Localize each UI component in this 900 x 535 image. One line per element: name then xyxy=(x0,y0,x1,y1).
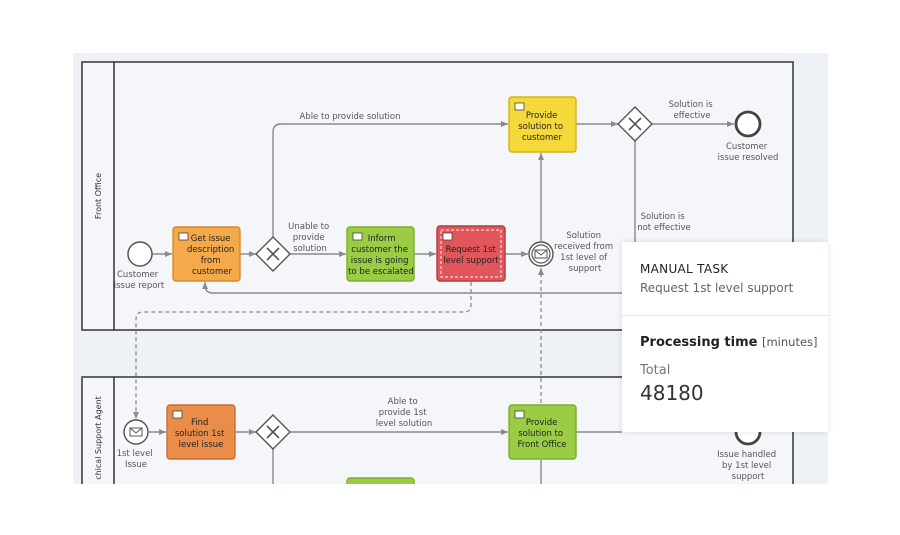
sequence-flows-support xyxy=(149,429,622,484)
task-provide-solution-to-front-office[interactable]: Provide solution to Front Office xyxy=(508,404,577,460)
label-able-to-provide: Able to provide solution xyxy=(299,112,400,122)
task-get-issue-description[interactable]: Get issue description from customer xyxy=(172,226,241,282)
manual-task-icon xyxy=(442,232,453,241)
message-flows xyxy=(133,268,544,419)
exclusive-gateway-support[interactable] xyxy=(255,414,291,450)
label-customer-issue-report: Customer issue report xyxy=(114,270,165,291)
manual-task-icon xyxy=(172,410,183,419)
svg-text:Get issue description: Get issue description from customer xyxy=(187,234,237,277)
tooltip-total-value: 48180 xyxy=(640,381,704,405)
task-request-1st-level-support[interactable]: Request 1st level support xyxy=(436,225,506,282)
tooltip-task-type: MANUAL TASK xyxy=(640,262,729,276)
manual-task-icon xyxy=(514,410,525,419)
manual-task-icon xyxy=(514,102,525,111)
label-customer-issue-resolved: Customer issue resolved xyxy=(718,142,779,163)
lane-label-front-office: Front Office xyxy=(94,173,103,219)
task-inform-customer[interactable]: Inform customer the issue is going to be… xyxy=(346,226,415,282)
manual-task-icon xyxy=(352,232,363,241)
selection-outline xyxy=(440,229,502,278)
lane-label-support-agent: chical Support Agent xyxy=(94,396,103,480)
canvas-bottom-margin xyxy=(73,484,828,535)
label-unable-to-provide: Unable to provide solution xyxy=(288,222,332,254)
task-info-tooltip: MANUAL TASK Request 1st level support Pr… xyxy=(622,242,828,432)
label-able-to-provide-1st: Able to provide 1st level solution xyxy=(376,397,433,429)
label-solution-not-effective: Solution is not effective xyxy=(637,212,691,233)
label-solution-effective: Solution is effective xyxy=(669,100,716,121)
start-event-customer-issue[interactable] xyxy=(127,241,153,267)
task-provide-solution-to-customer[interactable]: Provide solution to customer xyxy=(508,96,577,153)
processing-time-unit: [minutes] xyxy=(761,335,818,349)
tooltip-header: MANUAL TASK Request 1st level support xyxy=(622,242,828,316)
task-find-solution[interactable]: Find solution 1st level issue xyxy=(166,404,236,460)
svg-text:Provide solution to: Provide solution to customer xyxy=(518,111,566,143)
svg-text:Inform customer the: Inform customer the issue is going to be… xyxy=(348,234,414,277)
tooltip-processing-title: Processing time [minutes] xyxy=(640,335,818,350)
svg-text:Find solution 1st: Find solution 1st level issue xyxy=(175,418,227,450)
processing-time-label: Processing time xyxy=(640,335,758,350)
manual-task-icon xyxy=(178,232,189,241)
end-event-customer-issue-resolved[interactable] xyxy=(734,110,762,138)
exclusive-gateway-provide-solution[interactable] xyxy=(255,236,291,272)
message-catch-event-solution-received[interactable] xyxy=(528,241,554,267)
label-1st-level-issue: 1st level Issue xyxy=(117,449,156,470)
label-solution-received: Solution received from 1st level of supp… xyxy=(554,231,616,274)
message-start-event-1st-level-issue[interactable] xyxy=(123,419,149,445)
svg-text:Request 1st level suppor: Request 1st level support xyxy=(443,245,499,266)
tooltip-total-label: Total xyxy=(640,363,671,378)
tooltip-task-name: Request 1st level support xyxy=(640,281,794,295)
svg-text:Provide solution to: Provide solution to Front Office xyxy=(517,418,566,450)
label-issue-handled: Issue handled by 1st level support xyxy=(717,450,779,482)
exclusive-gateway-solution-effective[interactable] xyxy=(617,106,653,142)
